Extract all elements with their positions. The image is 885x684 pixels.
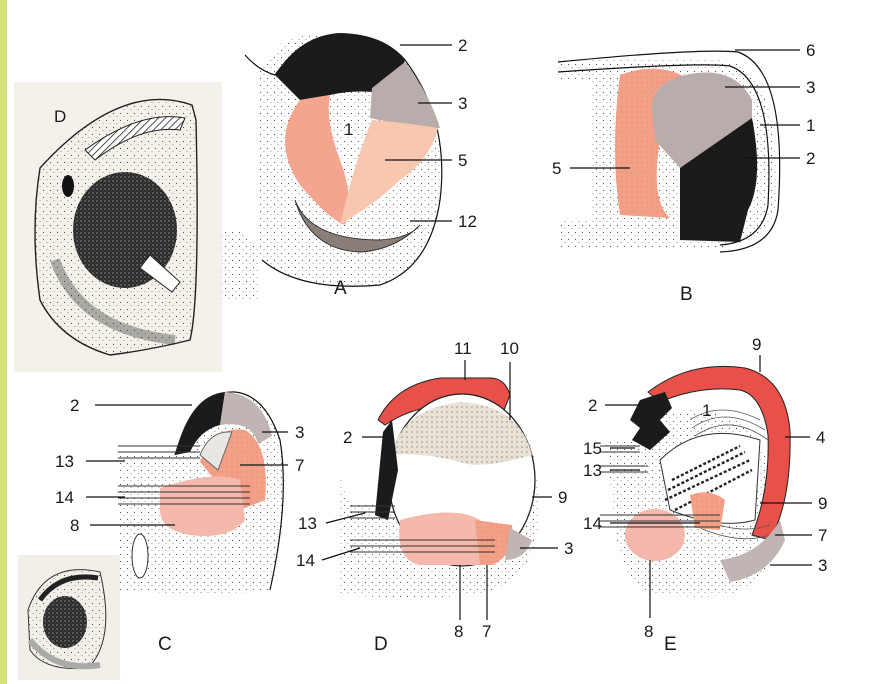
panel-b-label-6: 6 [806, 41, 815, 60]
panel-e-pink-disc [625, 509, 685, 561]
panel-c-label-7: 7 [295, 456, 304, 475]
panel-e-label-9-top: 9 [752, 335, 761, 354]
panel-e-label-14: 14 [583, 514, 602, 533]
panel-e: 9 2 1 4 15 13 9 14 7 3 8 E [583, 335, 827, 655]
panel-c-label-2: 2 [70, 396, 79, 415]
panel-e-label-13: 13 [583, 461, 602, 480]
panel-d-label-2: 2 [343, 428, 352, 447]
inset-top: D [14, 82, 222, 372]
panel-d-label-7: 7 [482, 622, 491, 641]
panel-a-label-12: 12 [458, 212, 477, 231]
inset-bottom-dark-mass [43, 596, 87, 648]
panel-e-letter: E [664, 634, 677, 655]
panel-d-label-1: 1 [380, 470, 389, 489]
panel-c-lens [132, 534, 148, 578]
panel-a-label-1: 1 [344, 120, 353, 139]
panel-c-letter: C [158, 634, 172, 655]
panel-b-label-5: 5 [552, 159, 561, 178]
panel-b-label-2: 2 [806, 149, 815, 168]
panel-a-label-5: 5 [458, 151, 467, 170]
panel-c-label-14: 14 [55, 488, 74, 507]
panel-a: 2 3 5 12 1 A [222, 33, 477, 300]
panel-c-label-3: 3 [295, 423, 304, 442]
panel-e-label-7: 7 [818, 526, 827, 545]
panel-e-label-2: 2 [588, 396, 597, 415]
inset-bottom [18, 555, 120, 680]
panel-d-pink-block [399, 513, 485, 566]
panel-b-label-1: 1 [806, 116, 815, 135]
panel-c-label-8: 8 [70, 516, 79, 535]
panel-d: 11 10 2 1 9 13 14 3 8 7 D [296, 339, 573, 655]
panel-e-label-15: 15 [583, 439, 602, 458]
panel-b: 6 3 1 2 5 B [552, 41, 815, 305]
panel-d-label-9: 9 [558, 488, 567, 507]
left-margin-bar [0, 0, 7, 684]
panel-d-letter: D [374, 634, 388, 655]
panel-a-label-2: 2 [458, 36, 467, 55]
panel-d-label-10: 10 [500, 339, 519, 358]
panel-e-label-1: 1 [702, 401, 711, 420]
panel-c-label-1: 1 [212, 405, 221, 424]
inset-top-dark-spot [62, 175, 74, 197]
inset-top-label: D [54, 107, 66, 126]
panel-e-label-9: 9 [818, 494, 827, 513]
panel-e-label-3: 3 [818, 556, 827, 575]
panel-e-label-4: 4 [816, 428, 825, 447]
panel-b-letter: B [680, 284, 693, 305]
panel-d-label-13: 13 [298, 514, 317, 533]
panel-a-letter: A [334, 278, 347, 299]
panel-d-label-8: 8 [454, 622, 463, 641]
panel-d-label-14: 14 [296, 551, 315, 570]
panel-c-pink-lower [160, 476, 245, 536]
panel-d-label-11: 11 [454, 339, 472, 358]
panel-d-label-3: 3 [564, 539, 573, 558]
panel-e-label-8: 8 [644, 622, 653, 641]
panel-c-label-13: 13 [55, 452, 74, 471]
panel-e-pink-muscle [690, 492, 725, 530]
panel-b-label-3: 3 [806, 78, 815, 97]
panel-a-label-3: 3 [458, 94, 467, 113]
